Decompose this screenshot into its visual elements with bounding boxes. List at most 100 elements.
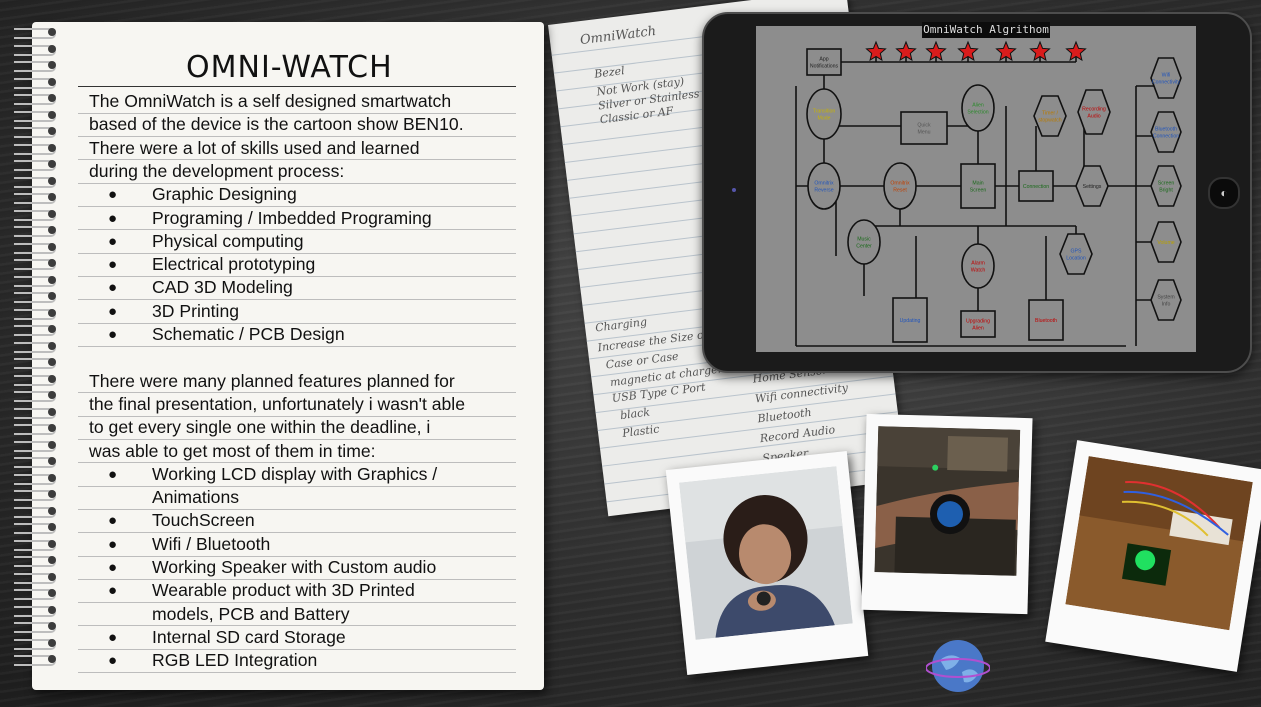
feature-item: RGB LED Integration: [152, 650, 318, 671]
flow-node-label: Music: [857, 237, 871, 243]
flow-node-label: GPS: [1071, 249, 1082, 255]
flow-node-label: Recording: [1082, 107, 1106, 113]
ring-hole: [48, 391, 56, 399]
screen-title: OmniWatch Algrithom: [922, 22, 1050, 38]
flow-node-label: Menu: [918, 130, 931, 136]
flow-node-label: Screen: [1158, 181, 1175, 187]
ruled-line: [78, 439, 516, 440]
flow-node-hex: [1150, 221, 1182, 263]
flow-node-label: Wifi: [1162, 73, 1171, 79]
ring-hole: [48, 622, 56, 630]
bullet-dot: ●: [108, 628, 118, 646]
ring-hole: [48, 473, 56, 482]
star-icon: [925, 40, 947, 62]
skill-item: Programing / Imbedded Programing: [152, 207, 432, 228]
ring-hole: [48, 160, 56, 168]
ruled-line: [78, 182, 516, 184]
ring-hole: [48, 292, 56, 300]
feature-item: Animations: [152, 487, 240, 508]
flow-node-label: Connection: [1023, 184, 1049, 190]
ruled-line: [78, 508, 516, 510]
bullet-dot: ●: [108, 302, 118, 320]
flow-node-label: Upgrading: [966, 319, 990, 325]
features-intro-line: There were many planned features planned…: [89, 370, 455, 391]
intro-line: There were a lot of skills used and lear…: [89, 137, 420, 158]
ring-hole: [48, 275, 56, 284]
home-button[interactable]: ◐: [1208, 177, 1240, 209]
flow-node-label: Reverse: [814, 188, 833, 194]
flow-node-box: [960, 310, 996, 338]
ruled-line: [78, 136, 516, 138]
skill-item: Schematic / PCB Design: [152, 324, 345, 344]
flow-node-ellipse: [961, 84, 995, 132]
flow-node-label: Connection: [1153, 134, 1179, 140]
ruled-line: [78, 206, 516, 207]
ring-hole: [48, 242, 56, 251]
ruled-line: [78, 672, 516, 673]
ruled-line: [78, 112, 516, 114]
notes-title: OmniWatch: [579, 23, 657, 49]
flow-node-label: Mode: [818, 116, 831, 122]
star-icon: [1029, 40, 1051, 62]
ruled-line: [78, 415, 516, 417]
feature-item: Working Speaker with Custom audio: [152, 557, 437, 577]
polaroid-portrait: [665, 451, 869, 675]
bullet-dot: ●: [108, 232, 118, 250]
ring-hole: [48, 638, 56, 647]
ring-hole: [48, 127, 56, 135]
ring-hole: [48, 325, 56, 333]
flow-node-label: System: [1157, 295, 1174, 301]
feature-item: Internal SD card Storage: [152, 626, 346, 647]
bullet-dot: ●: [108, 186, 118, 204]
ruled-line: [78, 252, 516, 254]
ruled-line: [78, 392, 516, 394]
ring-hole: [48, 28, 56, 36]
globe-logo: [926, 640, 990, 692]
flow-node-label: Main: [972, 181, 983, 187]
ring-hole: [48, 61, 56, 69]
title-underline: [78, 86, 516, 87]
flow-node-label: Location: [1066, 256, 1086, 262]
ring-hole: [48, 143, 56, 152]
flow-node-label: Quick: [917, 123, 931, 129]
flow-node-hex: [1150, 57, 1182, 99]
flow-node-hex: [1077, 89, 1111, 135]
ring-hole: [48, 308, 56, 317]
feature-item: TouchScreen: [152, 510, 255, 531]
ring-hole: [48, 523, 56, 531]
ring-hole: [48, 556, 56, 564]
flow-node-box: [960, 163, 996, 209]
ruled-line: [78, 555, 516, 557]
ring-hole: [48, 605, 56, 614]
ruled-line: [78, 625, 516, 627]
ruled-line: [78, 322, 516, 324]
flow-node-label: Omnitrix: [890, 181, 910, 187]
flow-node-label: Settings: [1083, 184, 1102, 190]
skill-item: 3D Printing: [152, 300, 240, 321]
flow-node-label: Omnitrix: [814, 181, 834, 187]
skill-item: Electrical prototyping: [152, 254, 316, 275]
ring-hole: [48, 374, 56, 383]
ring-hole: [48, 358, 56, 366]
ruled-line: [78, 602, 516, 604]
ring-hole: [48, 655, 56, 663]
flow-node-hex: [1059, 233, 1093, 275]
flow-node-label: Bright: [1159, 188, 1173, 194]
flow-node-label: Reset: [893, 188, 907, 194]
bullet-dot: ●: [108, 652, 118, 670]
feature-item: models, PCB and Battery: [152, 603, 350, 624]
flow-node-hex: [1033, 95, 1067, 137]
bullet-dot: ●: [108, 535, 118, 553]
flow-node-label: stopwatch: [1038, 118, 1061, 124]
ring-hole: [48, 110, 56, 119]
ring-hole: [48, 457, 56, 465]
intro-line: during the development process:: [89, 160, 345, 181]
feature-item: Working LCD display with Graphics /: [152, 463, 438, 484]
flow-node-hex: [1075, 165, 1109, 207]
polaroid-breadboard: [1045, 440, 1261, 672]
ring-hole: [48, 226, 56, 234]
ruled-line: [78, 159, 516, 161]
ruled-line: [78, 485, 516, 487]
notes-scribble: Charging: [594, 315, 648, 335]
